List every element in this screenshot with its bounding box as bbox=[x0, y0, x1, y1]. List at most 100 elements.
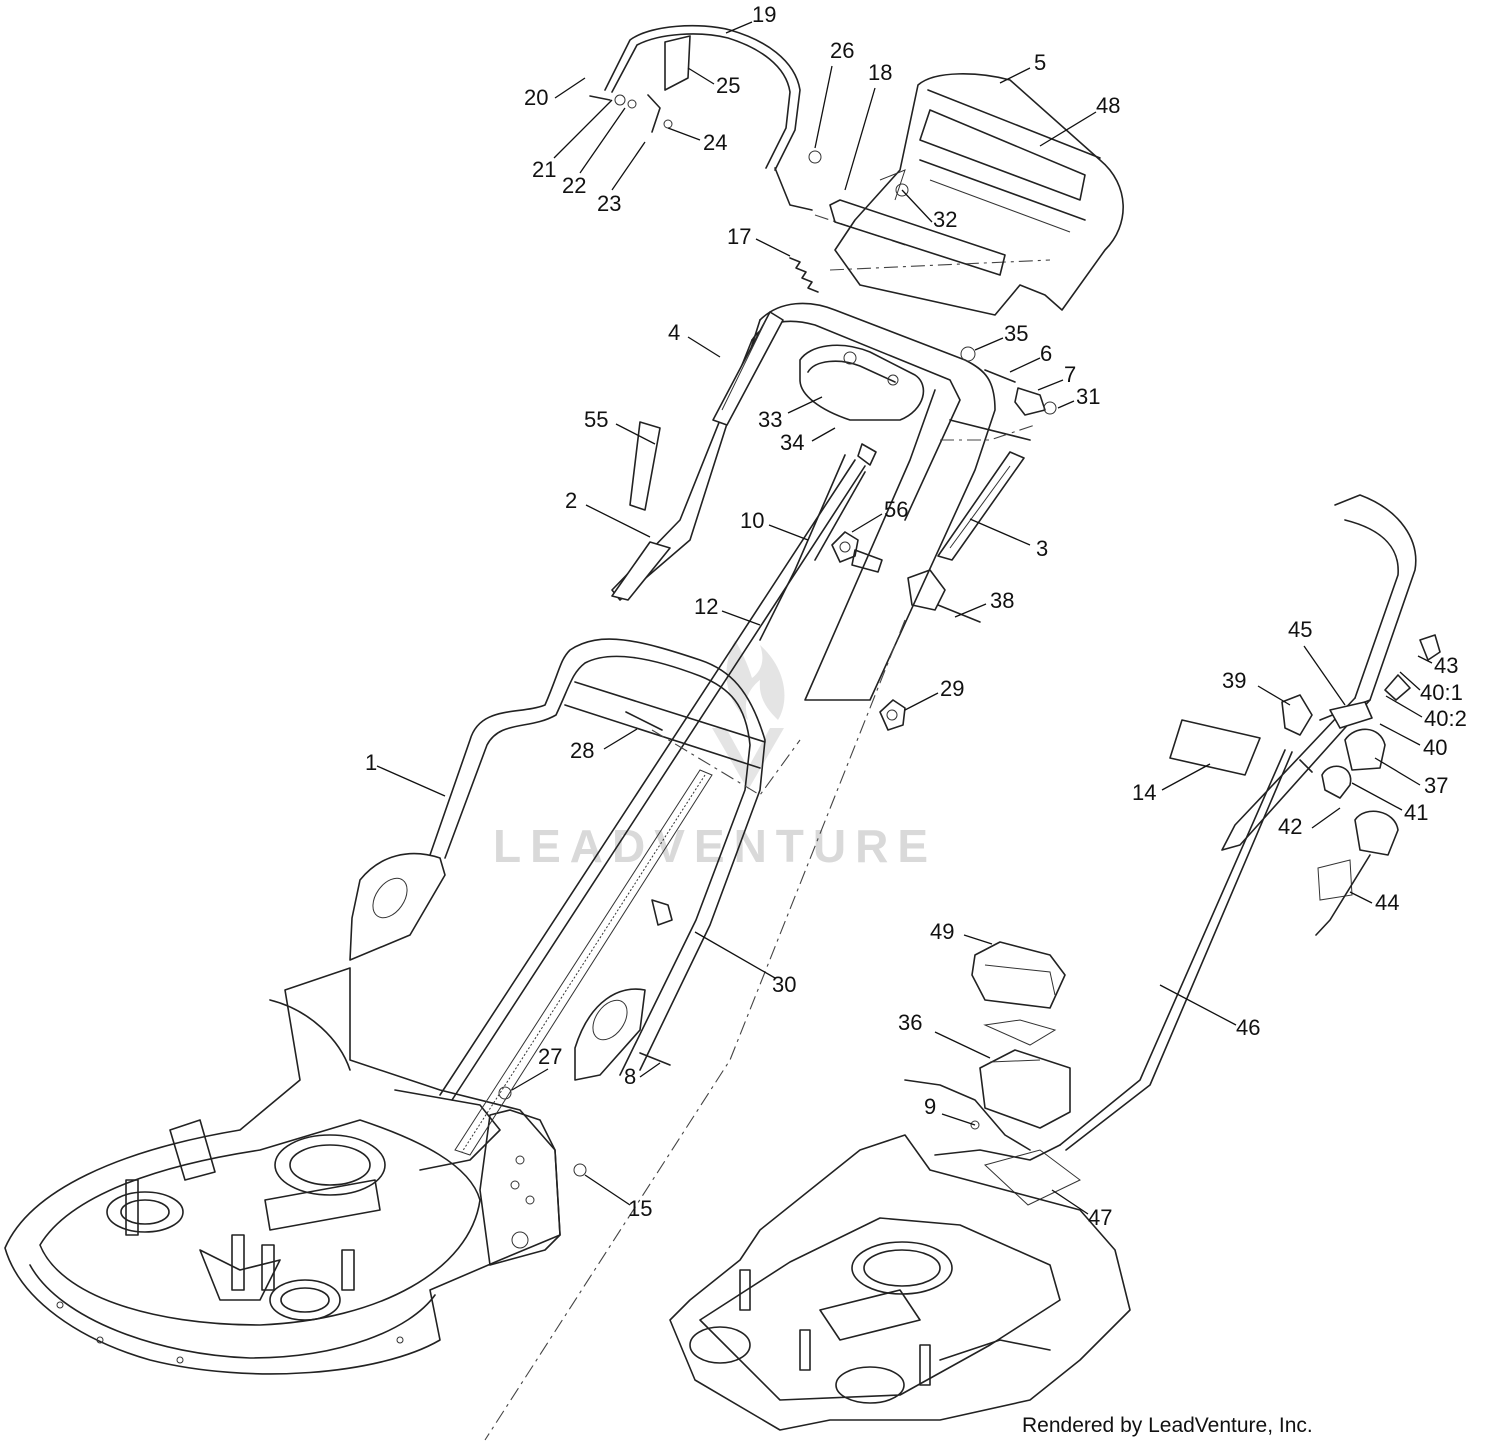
callout-label-21: 21 bbox=[532, 157, 556, 182]
callout-layer: 1234567891012141517181920212223242526272… bbox=[365, 2, 1467, 1230]
callout-label-34: 34 bbox=[780, 430, 804, 455]
callout-label-55: 55 bbox=[584, 407, 608, 432]
callout-label-32: 32 bbox=[933, 207, 957, 232]
callout-leader-37 bbox=[1374, 757, 1421, 786]
callout-leader-24 bbox=[667, 127, 701, 141]
operator-bail bbox=[589, 24, 906, 246]
assembly-path bbox=[484, 619, 906, 1441]
callout-label-42: 42 bbox=[1278, 814, 1302, 839]
callout-label-4: 4 bbox=[668, 320, 680, 345]
callout-leader-35 bbox=[974, 337, 1004, 351]
render-credit: Rendered by LeadVenture, Inc. bbox=[1022, 1414, 1313, 1437]
callout-label-47: 47 bbox=[1088, 1205, 1112, 1230]
long-cable-mesh bbox=[439, 443, 877, 1156]
callout-label-19: 19 bbox=[752, 2, 776, 27]
handle-sleeves bbox=[611, 421, 671, 601]
mower-deck-right bbox=[669, 1134, 1131, 1431]
callout-label-28: 28 bbox=[570, 738, 594, 763]
callout-label-39: 39 bbox=[1222, 668, 1246, 693]
callout-leader-55 bbox=[615, 423, 656, 445]
callout-label-23: 23 bbox=[597, 191, 621, 216]
callout-leader-29 bbox=[904, 692, 939, 711]
callout-label-3: 3 bbox=[1036, 536, 1048, 561]
callout-label-22: 22 bbox=[562, 173, 586, 198]
callout-label-35: 35 bbox=[1004, 321, 1028, 346]
knobs-and-bolts bbox=[498, 531, 981, 1177]
callout-leader-2 bbox=[585, 504, 651, 538]
callout-leader-15 bbox=[584, 1174, 631, 1206]
callout-leader-38 bbox=[954, 603, 987, 618]
callout-leader-27 bbox=[511, 1068, 549, 1091]
callout-label-46: 46 bbox=[1236, 1015, 1260, 1040]
callout-leader-40 bbox=[1379, 723, 1421, 746]
callout-label-12: 12 bbox=[694, 594, 718, 619]
callout-label-9: 9 bbox=[924, 1094, 936, 1119]
callout-label-18: 18 bbox=[868, 60, 892, 85]
callout-leader-40-2 bbox=[1385, 695, 1423, 718]
callout-leader-43 bbox=[1417, 655, 1433, 664]
spring bbox=[789, 257, 819, 293]
callout-label-40: 40 bbox=[1423, 735, 1447, 760]
callout-leader-28 bbox=[603, 728, 638, 750]
side-bolt-assembly bbox=[940, 346, 1057, 441]
callout-leader-5 bbox=[999, 67, 1031, 84]
callout-leader-18 bbox=[844, 87, 876, 191]
callout-leader-3 bbox=[969, 518, 1031, 546]
callout-label-10: 10 bbox=[740, 508, 764, 533]
callout-label-40-1: 40:1 bbox=[1420, 680, 1463, 705]
callout-label-1: 1 bbox=[365, 750, 377, 775]
callout-leader-22 bbox=[579, 107, 626, 174]
callout-leader-30 bbox=[694, 931, 776, 979]
grip-pads bbox=[712, 311, 1025, 561]
callout-leader-6 bbox=[1009, 357, 1041, 373]
callout-leader-4 bbox=[687, 336, 721, 358]
callout-leader-44 bbox=[1349, 891, 1373, 904]
battery-assembly bbox=[904, 941, 1081, 1206]
callout-leader-40-1 bbox=[1399, 671, 1421, 691]
callout-label-49: 49 bbox=[930, 919, 954, 944]
callout-leader-32 bbox=[901, 189, 933, 223]
watermark-logo bbox=[712, 640, 785, 790]
callout-label-24: 24 bbox=[703, 130, 727, 155]
callout-leader-31 bbox=[1057, 400, 1075, 409]
callout-leader-41 bbox=[1351, 782, 1403, 811]
callout-label-37: 37 bbox=[1424, 773, 1448, 798]
callout-label-2: 2 bbox=[565, 488, 577, 513]
callout-leader-25 bbox=[687, 67, 715, 85]
callout-label-8: 8 bbox=[624, 1064, 636, 1089]
callout-label-48: 48 bbox=[1096, 93, 1120, 118]
callout-leader-48 bbox=[1039, 111, 1097, 147]
callout-label-14: 14 bbox=[1132, 780, 1156, 805]
callout-leader-12 bbox=[721, 610, 761, 626]
callout-leader-39 bbox=[1257, 685, 1291, 706]
callout-label-56: 56 bbox=[884, 497, 908, 522]
callout-leader-56 bbox=[851, 513, 883, 533]
callout-label-44: 44 bbox=[1375, 890, 1399, 915]
callout-label-25: 25 bbox=[716, 73, 740, 98]
callout-label-40-2: 40:2 bbox=[1424, 706, 1467, 731]
callout-leader-49 bbox=[963, 934, 993, 945]
callout-label-20: 20 bbox=[524, 85, 548, 110]
callout-label-38: 38 bbox=[990, 588, 1014, 613]
callout-label-41: 41 bbox=[1404, 800, 1428, 825]
callout-leader-42 bbox=[1311, 807, 1341, 829]
callout-label-30: 30 bbox=[772, 972, 796, 997]
callout-leader-19 bbox=[725, 21, 753, 34]
switch-handle-assembly bbox=[1059, 494, 1441, 1151]
callout-leader-47 bbox=[1051, 1189, 1089, 1215]
callout-label-45: 45 bbox=[1288, 617, 1312, 642]
control-panel-housing bbox=[829, 73, 1124, 316]
callout-leader-17 bbox=[755, 238, 791, 257]
callout-label-33: 33 bbox=[758, 407, 782, 432]
callout-label-5: 5 bbox=[1034, 50, 1046, 75]
callout-leader-9 bbox=[941, 1113, 976, 1126]
callout-label-17: 17 bbox=[727, 224, 751, 249]
callout-leader-46 bbox=[1159, 984, 1237, 1026]
callout-leader-26 bbox=[814, 65, 833, 149]
upper-handle bbox=[611, 302, 1031, 701]
callout-leader-45 bbox=[1303, 645, 1346, 706]
callout-leader-21 bbox=[553, 99, 613, 159]
control-cable bbox=[759, 454, 846, 641]
callout-label-31: 31 bbox=[1076, 384, 1100, 409]
callout-label-6: 6 bbox=[1040, 341, 1052, 366]
